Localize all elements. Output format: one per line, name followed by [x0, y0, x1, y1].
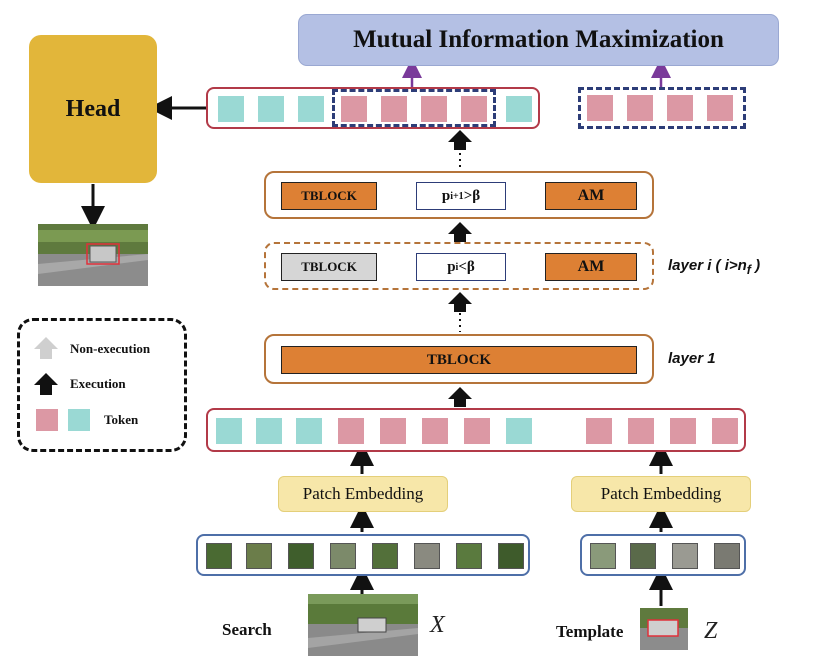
- am-block: AM: [545, 253, 637, 281]
- tblock: TBLOCK: [281, 182, 377, 210]
- legend-execution: Execution: [70, 376, 126, 391]
- legend-search-token: [36, 409, 58, 431]
- patch-embedding-template: Patch Embedding: [571, 476, 751, 512]
- layer-i-suffix: ): [750, 257, 761, 274]
- search-variable: X: [430, 612, 445, 638]
- black-arrow-up-icon: [448, 292, 472, 312]
- search-patch: [372, 543, 398, 569]
- token: [707, 95, 733, 121]
- template-token: [298, 96, 324, 122]
- search-token: [461, 96, 487, 122]
- head-label: Head: [65, 95, 121, 122]
- condition-sup: i+1: [450, 190, 464, 202]
- condition-base: p: [447, 258, 456, 275]
- template-token: [506, 96, 532, 122]
- condition-rel: >β: [463, 187, 481, 204]
- token: [627, 95, 653, 121]
- patch-embedding-label: Patch Embedding: [302, 484, 424, 503]
- legend-box: Non-execution Execution Token: [17, 318, 187, 452]
- template-token: [218, 96, 244, 122]
- template-image: [640, 608, 688, 650]
- template-label: Template: [556, 622, 624, 641]
- black-arrow-up-icon: [448, 222, 472, 242]
- tblock-skipped: TBLOCK: [281, 253, 377, 281]
- search-patch: [288, 543, 314, 569]
- search-token: [341, 96, 367, 122]
- search-patch: [206, 543, 232, 569]
- search-patch: [330, 543, 356, 569]
- am-label: AM: [577, 258, 605, 275]
- search-token: [380, 418, 406, 444]
- search-token: [422, 418, 448, 444]
- token: [670, 418, 696, 444]
- search-token: [421, 96, 447, 122]
- output-tracking-image: [38, 224, 148, 286]
- template-patch: [714, 543, 740, 569]
- legend-token: Token: [104, 412, 139, 427]
- token: [667, 95, 693, 121]
- input-token-row: [206, 408, 746, 452]
- template-patch: [590, 543, 616, 569]
- am-label: AM: [577, 187, 605, 204]
- layer-i-label: layer i ( i>nf ): [668, 257, 760, 277]
- search-patch: [456, 543, 482, 569]
- black-arrow-up-icon: [448, 387, 472, 407]
- legend-template-token: [68, 409, 90, 431]
- layer-1-label: layer 1: [668, 350, 716, 367]
- grey-arrow-up-icon: [34, 337, 58, 359]
- template-token: [216, 418, 242, 444]
- template-patch-row: [580, 534, 746, 576]
- search-token: [338, 418, 364, 444]
- tblock-label: TBLOCK: [426, 351, 492, 368]
- legend-non-execution: Non-execution: [70, 341, 151, 356]
- layer-i-sub: f: [746, 263, 751, 277]
- token: [586, 418, 612, 444]
- template-variable: Z: [704, 618, 718, 644]
- search-patch: [498, 543, 524, 569]
- search-image: [308, 594, 418, 656]
- template-token: [296, 418, 322, 444]
- token: [712, 418, 738, 444]
- condition-sup: i: [455, 261, 459, 273]
- template-patch: [672, 543, 698, 569]
- selected-search-tokens: [332, 89, 496, 127]
- search-patch: [414, 543, 440, 569]
- search-patch: [246, 543, 272, 569]
- patch-embedding-search: Patch Embedding: [278, 476, 448, 512]
- black-arrow-up-icon: [34, 373, 58, 395]
- tblock: TBLOCK: [281, 346, 637, 374]
- condition-base: p: [441, 187, 451, 204]
- template-token-group: [578, 87, 746, 129]
- am-block: AM: [545, 182, 637, 210]
- head-box: Head: [29, 35, 157, 183]
- template-token: [506, 418, 532, 444]
- template-token: [258, 96, 284, 122]
- patch-embedding-label: Patch Embedding: [600, 484, 722, 503]
- token: [628, 418, 654, 444]
- tblock-label: TBLOCK: [301, 259, 357, 274]
- black-arrow-up-icon: [448, 130, 472, 150]
- condition-rel: <β: [458, 258, 475, 275]
- search-token: [464, 418, 490, 444]
- mutual-information-maximization-box: Mutual Information Maximization: [298, 14, 779, 66]
- first-layer: TBLOCK: [264, 334, 654, 384]
- search-label: Search: [222, 620, 272, 639]
- search-token: [381, 96, 407, 122]
- token: [587, 95, 613, 121]
- search-patch-row: [196, 534, 530, 576]
- template-patch: [630, 543, 656, 569]
- output-token-row: [206, 87, 540, 129]
- tblock-label: TBLOCK: [301, 188, 357, 203]
- mim-title: Mutual Information Maximization: [353, 26, 724, 53]
- layer-i-prefix: layer i ( i>n: [668, 257, 747, 274]
- template-token: [256, 418, 282, 444]
